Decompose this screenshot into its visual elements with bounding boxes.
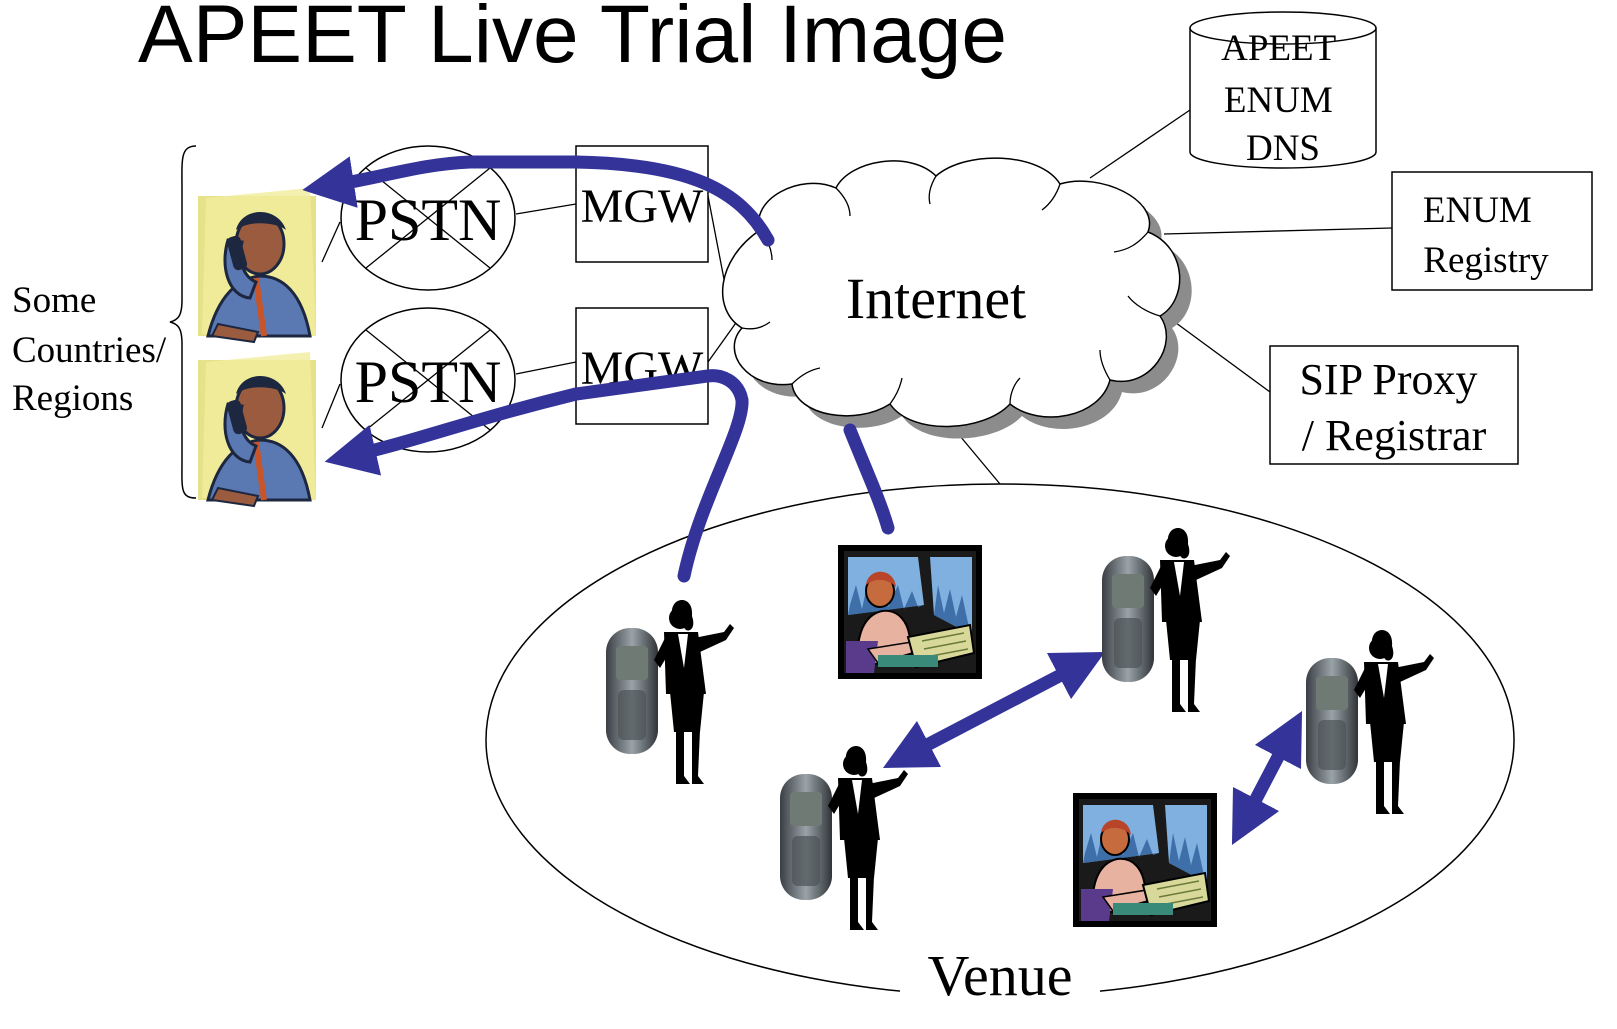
crossed-out-icon: [365, 167, 491, 269]
internet-label: Internet: [846, 266, 1026, 331]
pstn-node-upper: PSTN: [340, 145, 516, 291]
venue-call-2: [1231, 710, 1303, 846]
connector-lines: [321, 109, 1393, 485]
mgw-box-lower: MGW: [575, 307, 709, 425]
venue-label: Venue: [928, 943, 1073, 1008]
pstn-label: PSTN: [355, 349, 502, 415]
man-on-phone-clipart: [198, 352, 316, 506]
operator-at-console-clipart: [837, 544, 983, 680]
mgw-label: MGW: [581, 180, 704, 233]
apeet-enum-dns-line-2: ENUM: [1224, 80, 1333, 121]
group-brace: [169, 145, 197, 499]
svg-text:SIP Proxy / Registrar: SIP Proxy / Registrar: [1299, 355, 1488, 460]
call-path-operator: [843, 423, 895, 535]
sip-proxy-line-1: SIP Proxy: [1299, 355, 1477, 404]
enum-registry-line-2: Registry: [1423, 240, 1549, 281]
woman-with-cellphone-clipart: [780, 746, 908, 930]
crossed-out-icon: [365, 329, 491, 431]
call-paths: [302, 155, 1303, 846]
man-on-phone-clipart: [198, 188, 316, 342]
pstn-label: PSTN: [355, 187, 502, 253]
svg-text:ENUM Registry: ENUM Registry: [1423, 190, 1549, 281]
woman-with-cellphone-clipart: [606, 600, 734, 784]
call-path-lower: [324, 369, 749, 583]
enum-registry-line-1: ENUM: [1423, 190, 1532, 231]
left-group-label: Some Countries/ Regions: [12, 280, 175, 419]
page-title: APEET Live Trial Image: [138, 0, 1007, 80]
apeet-enum-dns-line-1: APEET: [1221, 28, 1336, 69]
apeet-enum-dns-line-3: DNS: [1246, 128, 1320, 169]
svg-text:APEET ENUM DNS: APEET ENUM DNS: [1221, 28, 1345, 169]
sip-proxy-registrar-box: SIP Proxy / Registrar: [1269, 345, 1519, 465]
operator-at-console-clipart: [1072, 792, 1218, 928]
venue-call-1: [882, 651, 1106, 769]
sip-proxy-line-2: / Registrar: [1302, 411, 1487, 460]
woman-with-cellphone-clipart: [1102, 528, 1230, 712]
enum-registry-box: ENUM Registry: [1391, 171, 1593, 291]
call-path-upper: [302, 155, 775, 247]
woman-with-cellphone-clipart: [1306, 630, 1434, 814]
apeet-enum-dns-database: APEET ENUM DNS: [1189, 11, 1377, 169]
internet-cloud: Internet: [721, 157, 1192, 439]
